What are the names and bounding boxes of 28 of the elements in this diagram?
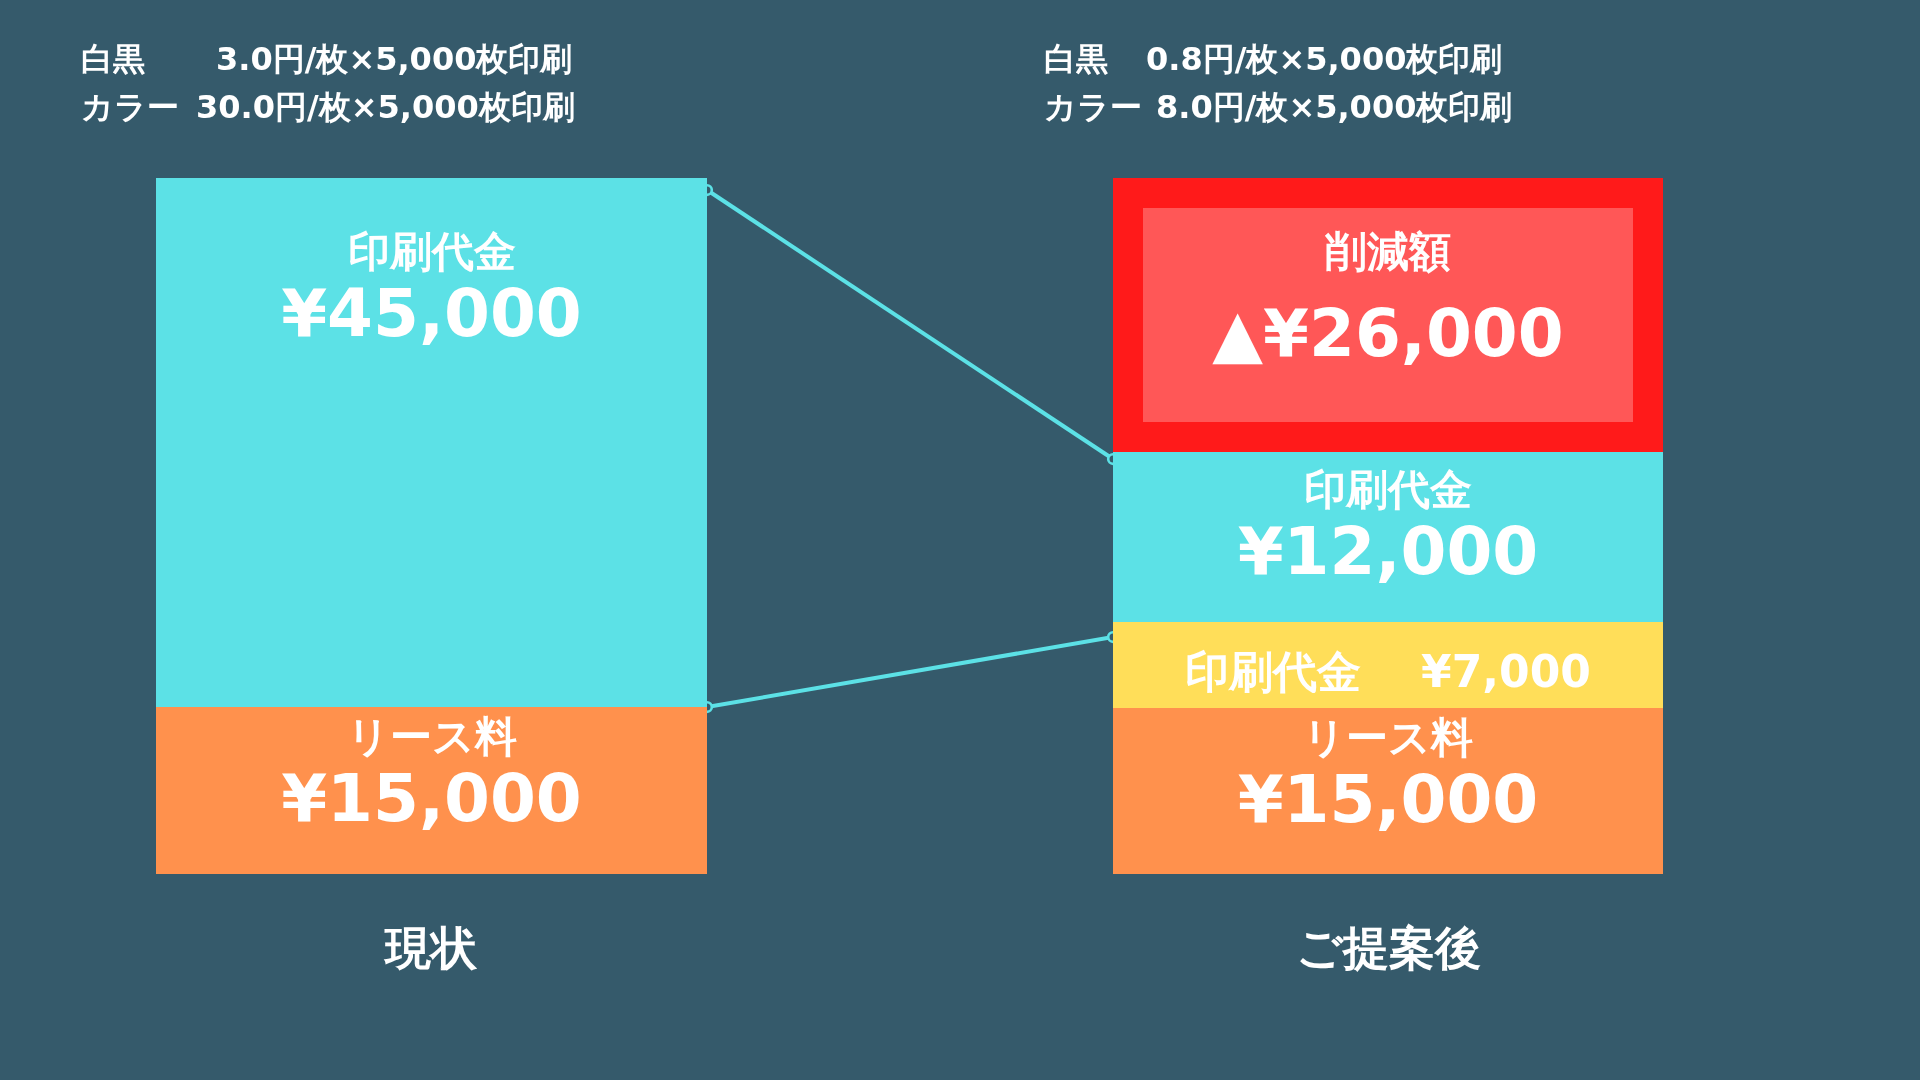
- note-text: カラー: [1044, 87, 1142, 128]
- bar-value: ¥15,000: [281, 761, 582, 838]
- bar-segment: [156, 178, 707, 707]
- note-text: 0.8円/枚×5,000枚印刷: [1146, 39, 1503, 80]
- bar-segment: [1113, 622, 1663, 708]
- column-caption: 現状: [385, 920, 477, 977]
- bar-label: リース料: [346, 713, 517, 762]
- note-text: 白黒: [81, 39, 145, 80]
- bar-value: ▲¥26,000: [1212, 296, 1564, 373]
- note-text: 白黒: [1044, 39, 1108, 80]
- bar-segment: [1113, 452, 1663, 622]
- note-text: 3.0円/枚×5,000枚印刷: [216, 39, 573, 80]
- note-text: 30.0円/枚×5,000枚印刷: [196, 87, 575, 128]
- bar-segment: [156, 707, 707, 874]
- savings-box: [1113, 178, 1663, 452]
- bar-value: ¥15,000: [1237, 762, 1539, 839]
- column-caption: ご提案後: [1295, 920, 1481, 977]
- bar-value: ¥12,000: [1237, 514, 1539, 591]
- bar-label: 印刷代金: [1304, 466, 1472, 515]
- bar-label: 印刷代金: [1185, 646, 1362, 698]
- bar-value: ¥45,000: [281, 276, 582, 353]
- note-text: 8.0円/枚×5,000枚印刷: [1156, 87, 1513, 128]
- bar-segment: [1113, 708, 1663, 874]
- bar-label: 削減額: [1325, 228, 1451, 277]
- bar-label: 印刷代金: [347, 228, 516, 277]
- bar-value: ¥7,000: [1421, 646, 1591, 698]
- bar-label: リース料: [1303, 714, 1473, 763]
- note-text: カラー: [81, 87, 179, 128]
